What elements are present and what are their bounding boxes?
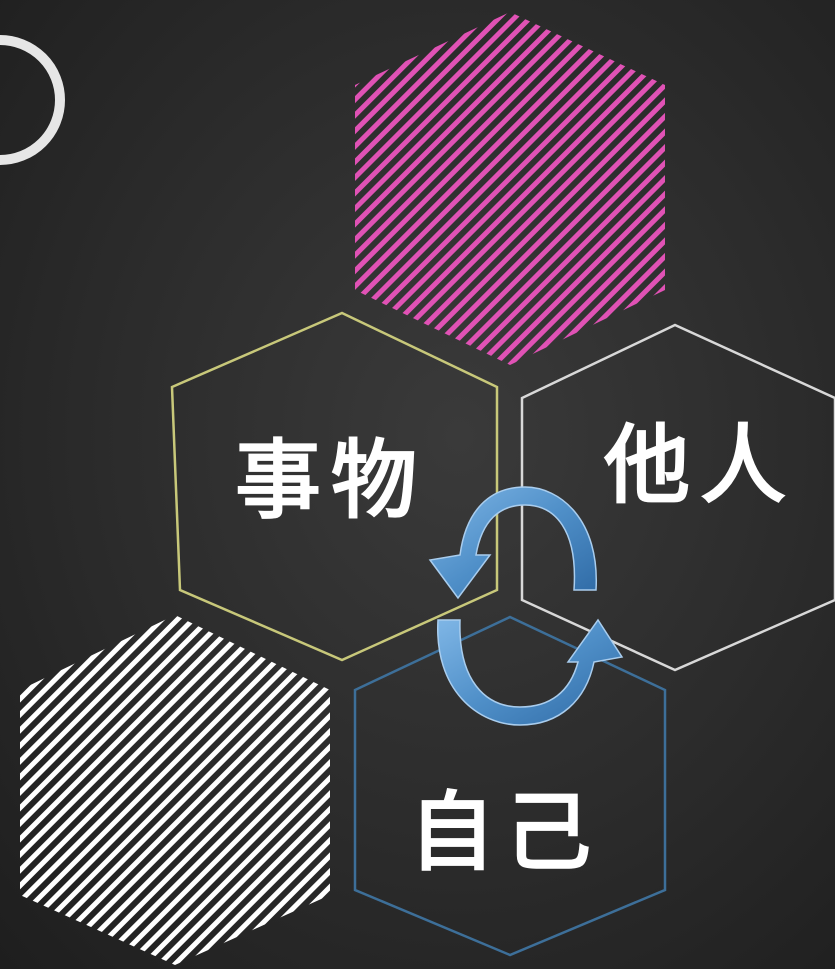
things-label: 事物 xyxy=(235,430,427,531)
self-hexagon xyxy=(353,615,667,957)
cycle-arrow-upper xyxy=(428,486,597,600)
others-label: 他人 xyxy=(603,415,796,516)
cycle-arrows xyxy=(428,486,624,726)
pink-hatched-hexagon xyxy=(355,12,665,365)
circle-outline-fragment xyxy=(0,35,65,165)
others-hexagon xyxy=(520,323,835,672)
things-hexagon xyxy=(170,311,499,662)
cycle-arrow-lower xyxy=(437,618,624,726)
white-hatched-hexagon xyxy=(20,615,330,965)
self-label: 自己 xyxy=(409,782,601,883)
